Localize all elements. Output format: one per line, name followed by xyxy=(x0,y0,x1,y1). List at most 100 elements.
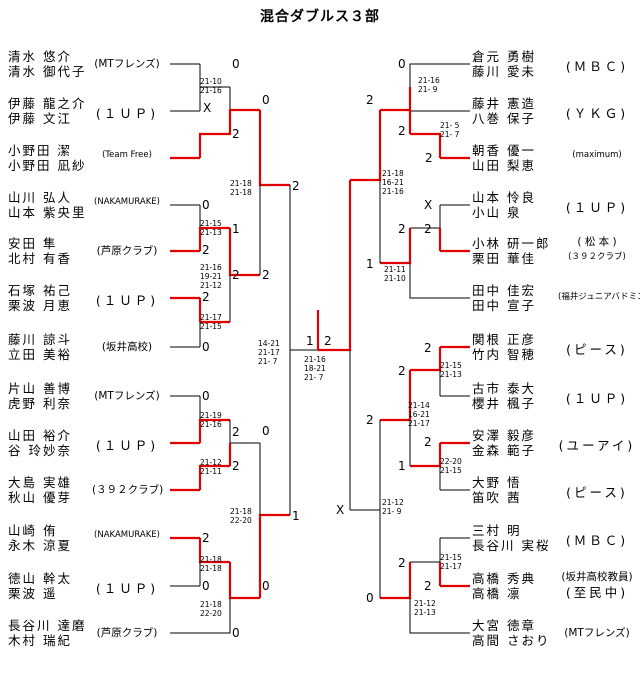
right-team-1-club: (ＭＢＣ) xyxy=(565,59,629,74)
r-r2b-lose xyxy=(409,263,440,299)
r-m10-score-a: 2 xyxy=(366,413,374,427)
l-m9-games-line-2: 21-18 xyxy=(200,564,222,573)
l-m2-score-a: 0 xyxy=(262,93,270,107)
r-m9-score-a: 2 xyxy=(424,435,432,449)
l-m9-score-b: 0 xyxy=(202,579,210,593)
left-team-4: 山川 弘人山本 紫央里 xyxy=(8,190,120,220)
l-m3-games-line-1: 21-15 xyxy=(200,219,222,228)
right-team-12: 高橋 秀典高橋 凛 xyxy=(472,571,584,601)
l-m3-games-line-2: 21-13 xyxy=(200,228,222,237)
player-2: 栗田 華佳 xyxy=(472,251,536,266)
r-m3-games-line-1: 21-18 xyxy=(382,169,404,178)
left-team-10-club: (３９２クラブ) xyxy=(92,484,164,496)
r-m7-score-a: 2 xyxy=(424,341,432,355)
r-m5-games-line-2: 21-10 xyxy=(384,274,406,283)
r-m1-score-a: 0 xyxy=(398,57,406,71)
left-team-8-club: (MTフレンズ) xyxy=(94,390,160,402)
l-m10-games-line-2: 22-20 xyxy=(200,609,222,618)
left-team-9: 山田 裕介谷 玲妙奈 xyxy=(8,428,120,458)
r-m12-games-line-1: 21-12 xyxy=(414,599,436,608)
l-m1-games-line-1: 21-10 xyxy=(200,77,222,86)
right-team-5-club: ( 松 本 ) xyxy=(577,236,617,248)
player-1: 安澤 毅彦 xyxy=(472,428,536,443)
left-team-13-club: (芦原クラブ) xyxy=(96,627,158,639)
player-2: 小山 泉 xyxy=(472,205,522,220)
right-team-1: 倉元 勇樹藤川 愛未 xyxy=(472,49,584,79)
r-r4-win xyxy=(318,180,352,352)
final-games-line-2: 18-21 xyxy=(304,364,326,373)
l-m9-games-line-1: 21-18 xyxy=(200,555,222,564)
player-1: 田中 佳宏 xyxy=(472,283,536,298)
l-m2-score-b: 2 xyxy=(232,127,240,141)
r-m8-score-a: 2 xyxy=(398,364,406,378)
left-team-8: 片山 善博虎野 利奈 xyxy=(8,381,120,411)
r-m3-score-a: 2 xyxy=(366,93,374,107)
player-2: 栗波 月恵 xyxy=(8,298,72,313)
left-team-1: 清水 悠介清水 御代子 xyxy=(8,49,120,79)
r-m3-games-line-2: 16-21 xyxy=(382,178,404,187)
r-m7-games-line-1: 21-15 xyxy=(440,361,462,370)
player-2: 木村 瑞紀 xyxy=(8,633,72,648)
l-r2d-win xyxy=(228,562,260,600)
right-team-9: 安澤 毅彦金森 範子 xyxy=(472,428,584,458)
right-team-3-club: (maximum) xyxy=(572,150,622,160)
player-2: 秋山 優芽 xyxy=(8,490,72,505)
l-m5-games-line-2: 21-15 xyxy=(200,322,222,331)
player-2: 八巻 保子 xyxy=(472,111,536,126)
player-2: 北村 有香 xyxy=(8,251,72,266)
l-m4-games-line-3: 21-12 xyxy=(200,281,222,290)
final-score-b: 2 xyxy=(324,334,332,348)
r-m2-score-b: 2 xyxy=(425,151,433,165)
r-r2d-lose xyxy=(409,598,440,634)
r-m4-score-b: 2 xyxy=(424,222,432,236)
player-2: 立田 美裕 xyxy=(8,347,72,362)
player-1: 小野田 潔 xyxy=(8,143,72,158)
left-team-13: 長谷川 達磨木村 瑞紀 xyxy=(8,618,120,648)
l-m7-score-a: 0 xyxy=(202,389,210,403)
r-m12-score-a: 0 xyxy=(366,591,374,605)
l-m5-score-b: 0 xyxy=(202,340,210,354)
r-m1-games-line-1: 21-16 xyxy=(418,76,440,85)
left-team-11: 山崎 侑永木 涼夏 xyxy=(8,523,120,553)
player-1: 三村 明 xyxy=(472,523,522,538)
right-team-4: 山本 怜良小山 泉 xyxy=(472,190,584,220)
right-team-13-club: (MTフレンズ) xyxy=(564,627,630,639)
l-m6-score-b: 2 xyxy=(292,179,300,193)
player-2: 長谷川 実桜 xyxy=(472,538,551,553)
l-r3a-win xyxy=(258,110,290,187)
right-team-7: 関根 正彦竹内 智穂 xyxy=(472,332,584,362)
player-1: 伊藤 龍之介 xyxy=(8,96,87,111)
r-m11-score-a: 2 xyxy=(398,556,406,570)
r-r2a-win xyxy=(380,87,412,112)
l-m4-games-line-2: 19-21 xyxy=(200,272,222,281)
l-m5-score-a: 2 xyxy=(202,290,210,304)
player-1: 山崎 侑 xyxy=(8,523,58,538)
l-semi-games-line-1: 14-21 xyxy=(258,339,280,348)
left-team-10: 大島 実雄秋山 優芽 xyxy=(8,475,120,505)
right-team-12-club-2: (至民中) xyxy=(565,585,629,600)
player-2: 伊藤 文江 xyxy=(8,111,72,126)
final-games-line-3: 21- 7 xyxy=(304,373,324,382)
left-team-5-club: (芦原クラブ) xyxy=(96,245,158,257)
l-m8-games-line-2: 21-11 xyxy=(200,467,222,476)
l-r2a-win xyxy=(198,108,260,158)
r-r3a-win xyxy=(350,110,382,182)
r-m5-games-line-1: 21-11 xyxy=(384,265,406,274)
l-m4-games-line-1: 21-16 xyxy=(200,263,222,272)
player-1: 高橋 秀典 xyxy=(472,571,536,586)
player-1: 徳山 幹太 xyxy=(8,571,72,586)
right-team-10: 大野 悟笛吹 茜 xyxy=(472,475,584,505)
r-m9-games-line-2: 21-15 xyxy=(440,466,462,475)
right-team-9-club: (ユーアイ) xyxy=(558,438,636,453)
left-team-11-club: (NAKAMURAKE) xyxy=(94,530,160,540)
right-team-11: 三村 明長谷川 実桜 xyxy=(472,523,584,553)
player-2: 小野田 凪紗 xyxy=(8,158,87,173)
player-1: 大島 実雄 xyxy=(8,475,72,490)
right-team-11-club: (ＭＢＣ) xyxy=(565,533,629,548)
r-m11-games-line-1: 21-15 xyxy=(440,553,462,562)
l-m9-score-a: 2 xyxy=(202,531,210,545)
player-2: 高間 さおり xyxy=(472,633,551,648)
left-team-6-club: (１ＵＰ) xyxy=(95,293,159,308)
r-r1b-win xyxy=(410,132,442,158)
r-m2-games-line-2: 21- 7 xyxy=(440,130,460,139)
